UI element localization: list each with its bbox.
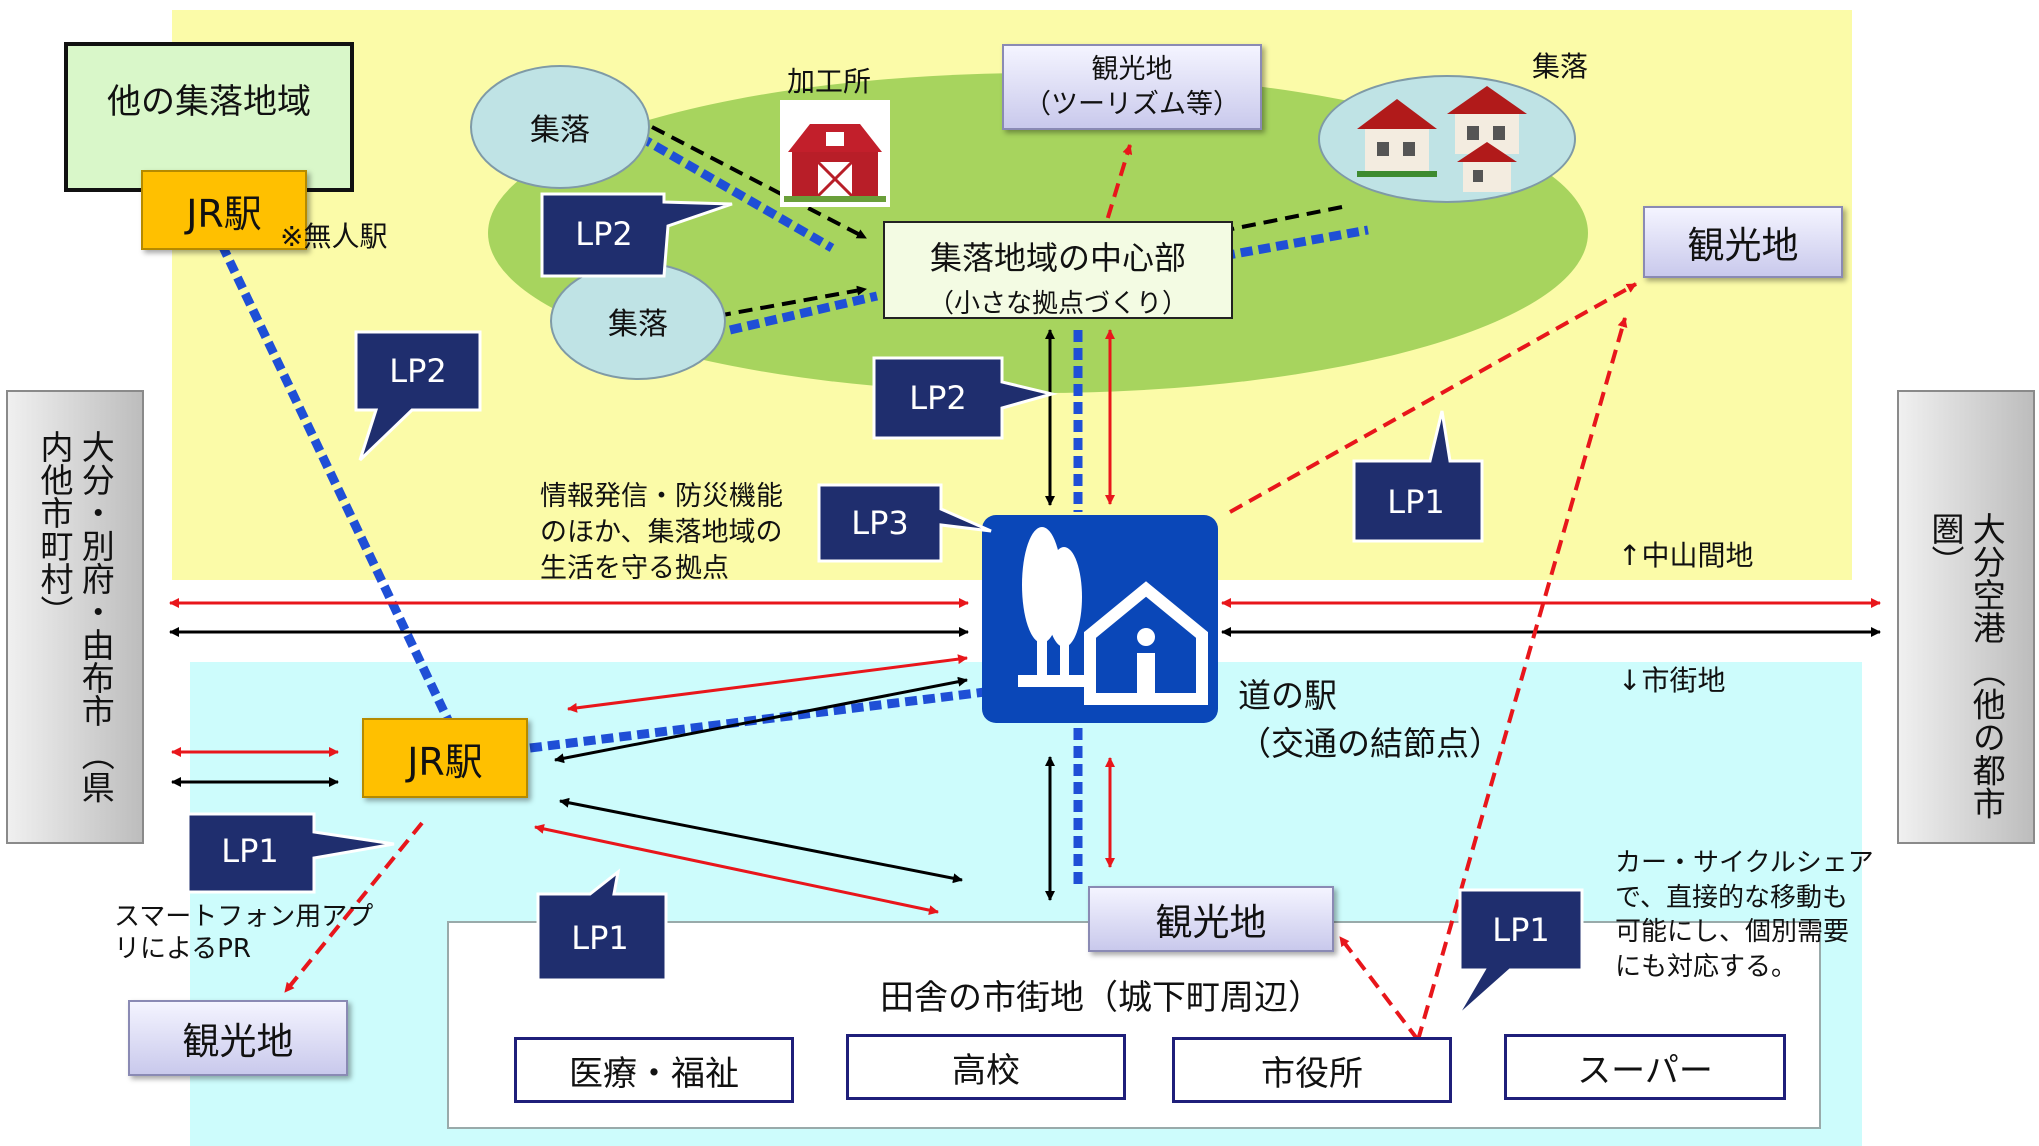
tourism-top-box: 観光地 （ツーリズム等）: [1002, 44, 1262, 130]
houses-icon: [1357, 86, 1527, 192]
michi-no-eki-subtitle: （交通の結節点）: [1238, 723, 1502, 763]
jr-station-rural: JR駅: [141, 170, 307, 250]
michi-no-eki-icon: [982, 515, 1218, 723]
share-mobility-note: カー・サイクルシェア で、直接的な移動も 可能にし、個別需要 にも対応する。: [1615, 846, 1874, 984]
share-note-line4: にも対応する。: [1615, 951, 1798, 982]
smartphone-note-line1: スマートフォン用アプ: [114, 902, 374, 932]
lp3-description-line3: 生活を守る拠点: [540, 552, 729, 584]
left-region-line1: 大分・別府・由布市: [76, 430, 116, 727]
share-note-line3: 可能にし、個別需要: [1615, 917, 1850, 948]
callout-lp1-bottom-right-label: LP1: [1492, 911, 1550, 949]
callout-lp1-bottom-right: [1454, 888, 1584, 1020]
tourism-top-line1: 観光地: [1091, 53, 1173, 85]
left-region-box: 大分・別府・由布市 （県内他市町村）: [6, 390, 144, 844]
callout-lp1-left-label: LP1: [221, 832, 279, 870]
share-note-line2: で、直接的な移動も: [1615, 882, 1848, 913]
callout-lp2-center-label: LP2: [909, 379, 967, 417]
lp3-description-line2: のほか、集落地域の: [540, 516, 783, 548]
callout-lp2-top: [540, 192, 733, 278]
settlement-left-top: 集落: [470, 65, 650, 189]
share-note-line1: カー・サイクルシェア: [1615, 848, 1874, 878]
michi-no-eki-label: 道の駅 （交通の結節点）: [1238, 672, 1502, 768]
mountain-zone-label: ↑中山間地: [1618, 539, 1754, 572]
other-settlement-area-title: 他の集落地域: [107, 82, 311, 122]
left-region-text: 大分・別府・由布市 （県内他市町村）: [34, 430, 117, 830]
processing-plant-label: 加工所: [787, 65, 872, 98]
tourism-top-line2: （ツーリズム等）: [1024, 89, 1240, 120]
settlement-right: [1318, 75, 1576, 203]
callout-lp1-bottom-label: LP1: [571, 919, 629, 957]
hub-subtitle: （小さな拠点づくり）: [927, 289, 1188, 319]
facility-city-hall: 市役所: [1172, 1037, 1452, 1103]
jr-station-city: JR駅: [362, 718, 528, 798]
callout-lp1-right: [1352, 410, 1484, 543]
settlement-label: 集落: [530, 113, 590, 148]
hub-title: 集落地域の中心部: [929, 239, 1186, 277]
facility-high-school: 高校: [846, 1034, 1126, 1100]
right-region-line1: 大分空港: [1967, 512, 2007, 644]
michi-no-eki-title: 道の駅: [1238, 676, 1337, 715]
town-title: 田舎の市街地（城下町周辺）: [880, 978, 1322, 1018]
callout-lp1-right-label: LP1: [1387, 483, 1445, 521]
callout-lp2-center: [872, 356, 1058, 440]
other-settlement-area-box: 他の集落地域: [64, 42, 354, 192]
lp3-description: 情報発信・防災機能 のほか、集落地域の 生活を守る拠点: [540, 479, 783, 587]
callout-lp3-label: LP3: [851, 504, 909, 542]
smartphone-app-note: スマートフォン用アプ リによるPR: [114, 902, 373, 965]
facility-supermarket: スーパー: [1504, 1034, 1786, 1100]
settlement-hub-box: 集落地域の中心部 （小さな拠点づくり）: [883, 221, 1233, 319]
callout-lp1-left: [186, 812, 395, 894]
right-region-text: 大分空港 （他の都市圏）: [1925, 512, 2008, 832]
callout-lp3: [817, 483, 992, 563]
callout-lp2-left-label: LP2: [389, 352, 447, 390]
settlement-right-label: 集落: [1532, 50, 1589, 83]
barn-icon: [780, 100, 890, 207]
city-zone-label: ↓市街地: [1618, 664, 1726, 697]
callout-lp2-left: [354, 330, 482, 462]
right-region-line2: （他の都市圏）: [1926, 512, 2007, 820]
right-region-box: 大分空港 （他の都市圏）: [1897, 390, 2035, 844]
lp3-description-line1: 情報発信・防災機能: [540, 481, 783, 512]
tourist-spot-right: 観光地: [1643, 206, 1843, 278]
unmanned-station-note: ※無人駅: [280, 220, 388, 253]
facility-medical-welfare: 医療・福祉: [514, 1037, 794, 1103]
tourist-spot-bottom-left: 観光地: [128, 1000, 348, 1076]
settlement-left-bottom: 集落: [550, 262, 726, 380]
callout-lp1-bottom: [536, 868, 668, 982]
smartphone-note-line2: リによるPR: [114, 933, 251, 964]
callout-lp2-top-label: LP2: [575, 215, 633, 253]
tourist-spot-center-bottom: 観光地: [1088, 886, 1334, 952]
settlement-label: 集落: [608, 307, 668, 342]
left-region-line2: （県内他市町村）: [35, 430, 116, 804]
